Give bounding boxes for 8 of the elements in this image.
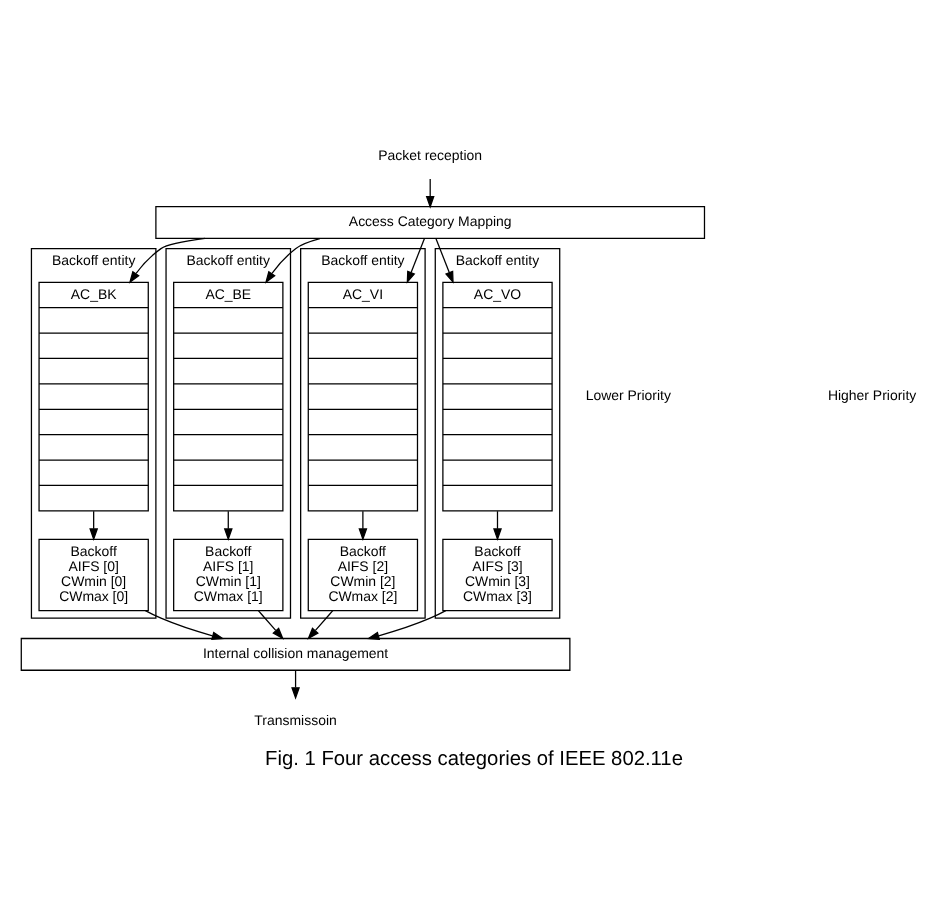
arrow [366, 609, 447, 640]
arrow [307, 610, 334, 640]
arrow [144, 609, 225, 640]
arrow [435, 237, 454, 284]
arrow [358, 510, 368, 542]
arrow [406, 237, 426, 284]
arrow [257, 610, 284, 640]
caption: Fig. 1 Four access categories of IEEE 802.11e [265, 749, 683, 772]
